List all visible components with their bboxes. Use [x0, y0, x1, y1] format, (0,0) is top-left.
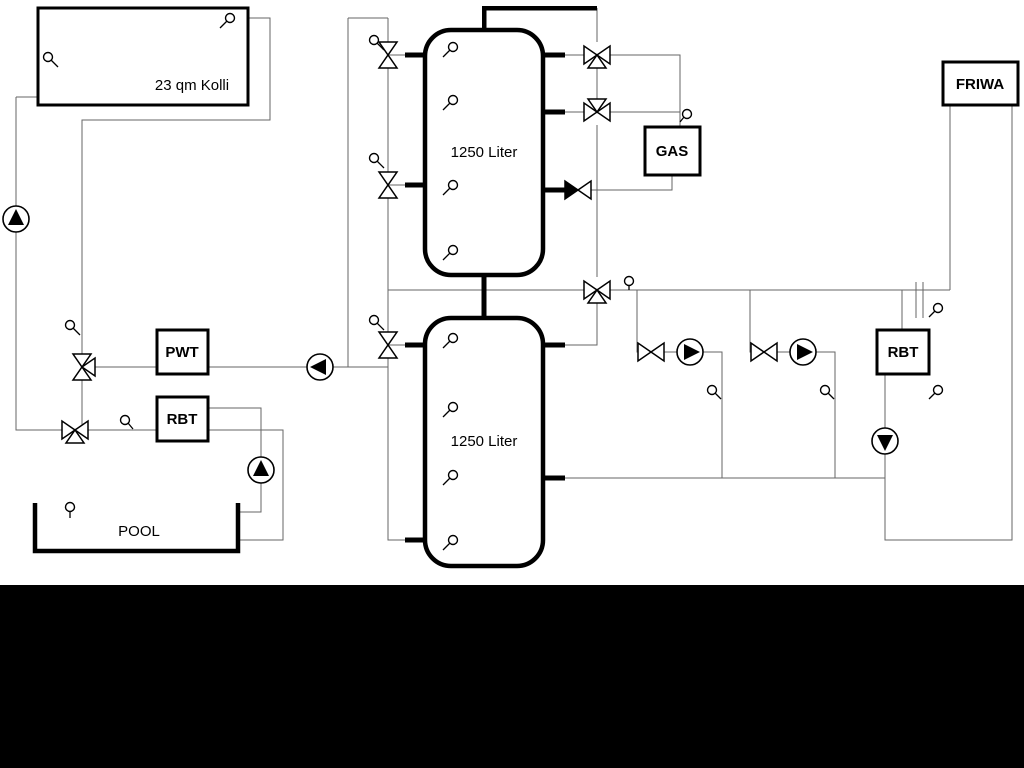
valve-icon [637, 341, 665, 363]
valve-icons [61, 41, 778, 444]
sensor-icon [442, 94, 459, 111]
gas-label: GAS [656, 143, 689, 160]
valve-icon [750, 341, 778, 363]
tank-2-label: 1250 Liter [451, 433, 518, 450]
sensor-icon [442, 244, 459, 261]
pump-icon [306, 353, 334, 381]
sensor-icon [219, 12, 236, 29]
friwa-box: FRIWA [941, 60, 1020, 107]
pump-icon [871, 427, 899, 455]
top-header-pipe [481, 5, 597, 32]
pwt-label: PWT [165, 344, 198, 361]
sensor-icon [442, 401, 459, 418]
sensor-icon [679, 108, 693, 123]
pump-icon [2, 205, 30, 233]
valve-icon [377, 41, 399, 69]
pool-basin: POOL [32, 503, 241, 554]
footer-black-bar [0, 585, 1024, 768]
sensor-icon [442, 332, 459, 349]
three-way-valve-icon [583, 98, 611, 123]
sensor-icon [623, 275, 635, 290]
sensor-icon [368, 152, 385, 169]
pump-icon [676, 338, 704, 366]
sensor-icon [819, 384, 835, 400]
rbt-right-label: RBT [888, 344, 919, 361]
three-way-valve-icon [583, 279, 611, 304]
sensor-icon [368, 314, 385, 331]
buffer-tank-2: 1250 Liter [422, 315, 546, 569]
check-valve-icon [564, 179, 592, 201]
sensor-icons [42, 12, 944, 551]
pump-icons [2, 205, 899, 484]
sensor-icon [442, 469, 459, 486]
sensor-icon [368, 34, 385, 51]
valve-icon [377, 331, 399, 359]
sensor-icon [442, 41, 459, 58]
gas-boiler-box: GAS [643, 125, 702, 177]
solar-collector-box: 23 qm Kolli [36, 6, 250, 107]
sensor-icon [442, 534, 459, 551]
sensor-icon [706, 384, 722, 400]
pool-label: POOL [118, 523, 160, 540]
three-way-valve-icon [71, 353, 96, 381]
pump-icon [789, 338, 817, 366]
tank-1-label: 1250 Liter [451, 144, 518, 161]
rbt-left-label: RBT [167, 411, 198, 428]
sensor-icon [64, 501, 76, 518]
rbt-left-box: RBT [155, 395, 210, 443]
valve-icon [377, 171, 399, 199]
three-way-valve-icon [61, 419, 89, 444]
three-way-valve-icon [583, 44, 611, 69]
sensor-icon [119, 414, 134, 430]
sensor-icon [928, 384, 944, 400]
pipes [15, 8, 1013, 541]
sensor-icon [42, 51, 59, 68]
buffer-tank-1: 1250 Liter [422, 27, 546, 278]
pipe-stubs [405, 5, 597, 543]
pwt-box: PWT [155, 328, 210, 376]
sensor-icon [442, 179, 459, 196]
sensor-icon [64, 319, 81, 336]
rbt-right-box: RBT [875, 328, 931, 376]
sensor-icon [928, 302, 944, 318]
pump-icon [247, 456, 275, 484]
collector-label: 23 qm Kolli [155, 77, 229, 94]
friwa-label: FRIWA [956, 76, 1004, 93]
